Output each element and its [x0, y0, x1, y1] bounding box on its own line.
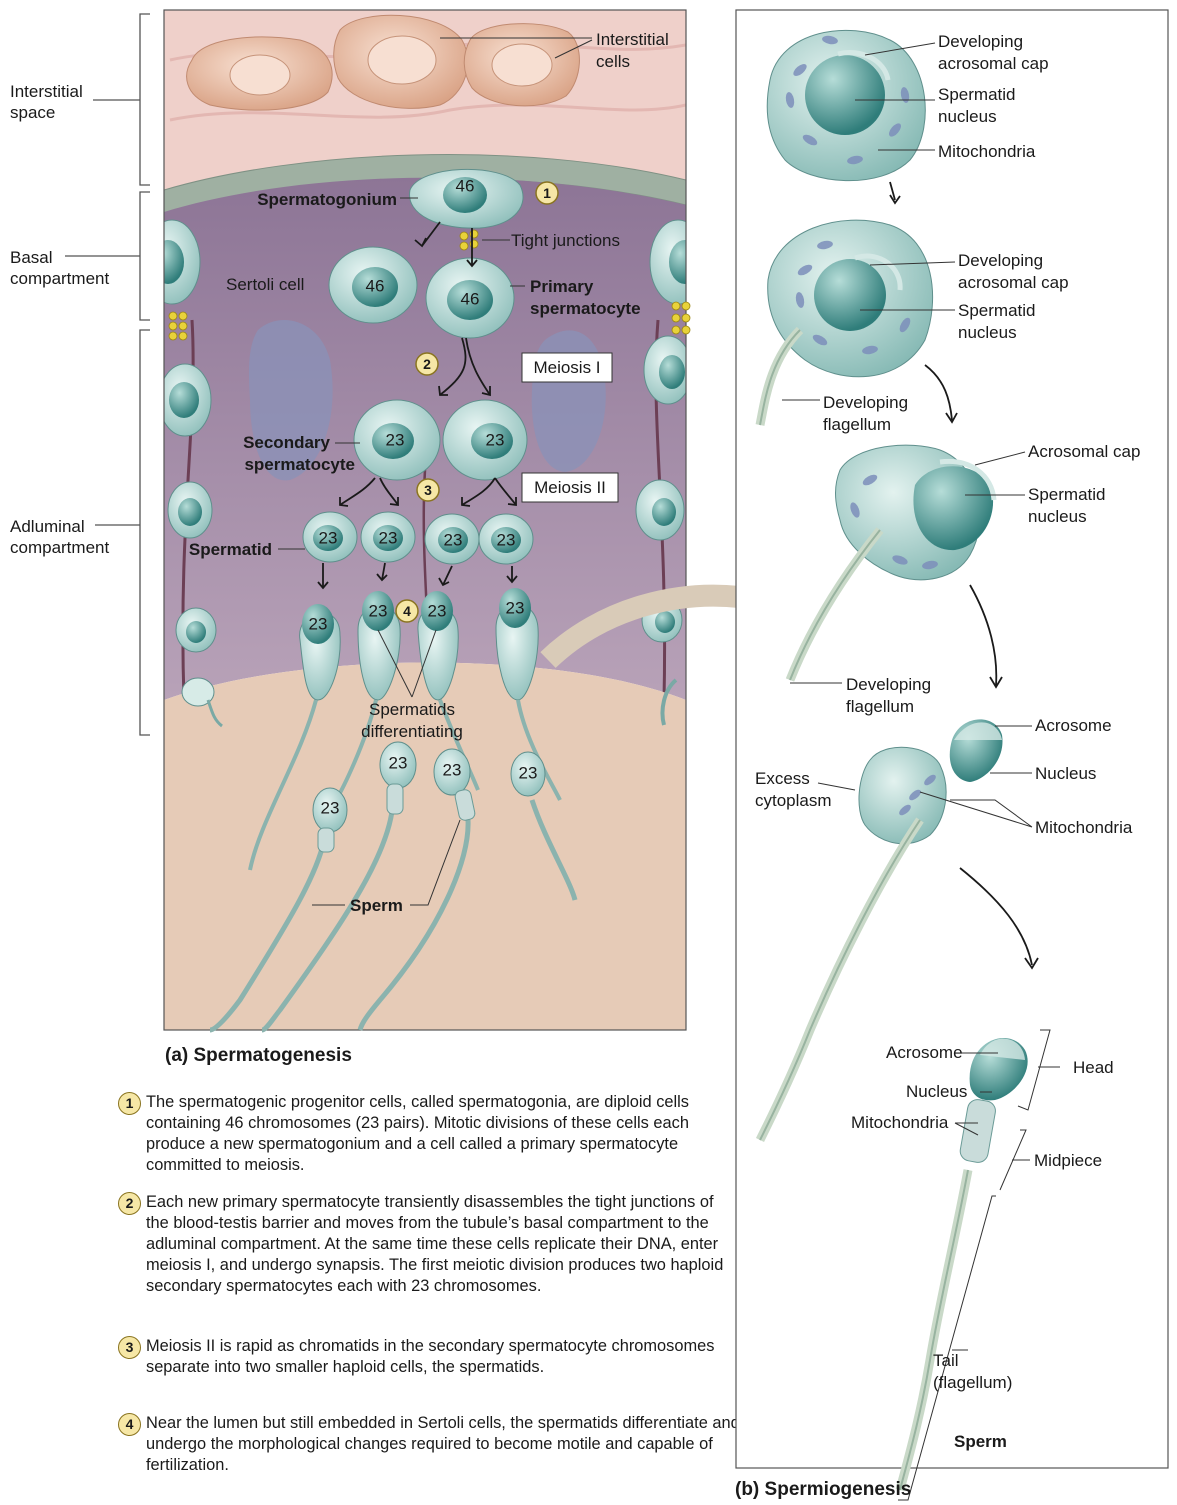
- svg-text:23: 23: [386, 431, 405, 450]
- s5-head-label: Head: [1073, 1058, 1114, 1077]
- s3-developing-flagellum-label: Developing: [846, 675, 931, 694]
- diploid-daughter-cell: 46: [329, 247, 417, 323]
- spermatogenesis-diagram: Interstitial space Basal compartment Adl…: [0, 0, 740, 1040]
- svg-text:46: 46: [456, 177, 475, 196]
- spermatogonium-label: Spermatogonium: [257, 190, 397, 209]
- s4-excess-cytoplasm-label: Excess: [755, 769, 810, 788]
- svg-text:23: 23: [321, 799, 340, 818]
- svg-text:23: 23: [443, 761, 462, 780]
- svg-text:23: 23: [319, 529, 338, 548]
- svg-text:23: 23: [379, 529, 398, 548]
- svg-text:acrosomal cap: acrosomal cap: [938, 54, 1049, 73]
- svg-text:Meiosis II: Meiosis II: [534, 478, 606, 497]
- svg-text:differentiating: differentiating: [361, 722, 463, 741]
- s5-acrosome-label: Acrosome: [886, 1043, 963, 1062]
- s3-spermatid-nucleus-label: Spermatid: [1028, 485, 1105, 504]
- svg-text:(flagellum): (flagellum): [933, 1373, 1012, 1392]
- svg-text:space: space: [10, 103, 55, 122]
- svg-text:Meiosis I: Meiosis I: [533, 358, 600, 377]
- sertoli-cell-label: Sertoli cell: [226, 275, 304, 294]
- s3-acrosomal-cap-label: Acrosomal cap: [1028, 442, 1140, 461]
- region-brackets: [65, 14, 150, 735]
- svg-text:cytoplasm: cytoplasm: [755, 791, 832, 810]
- step-badge: 3: [118, 1336, 141, 1359]
- svg-text:acrosomal cap: acrosomal cap: [958, 273, 1069, 292]
- svg-text:23: 23: [519, 764, 538, 783]
- primary-spermatocyte: 46: [426, 258, 514, 338]
- svg-text:compartment: compartment: [10, 538, 109, 557]
- svg-text:46: 46: [366, 277, 385, 296]
- step-badge: 1: [118, 1092, 141, 1115]
- s1-spermatid-nucleus-label: Spermatid: [938, 85, 1015, 104]
- secondary-spermatocyte-label: Secondary: [243, 433, 330, 452]
- meiosis-1-box: Meiosis I: [522, 353, 612, 382]
- step-badge: 2: [118, 1192, 141, 1215]
- spermiogenesis-diagram: Developing acrosomal cap Spermatid nucle…: [730, 0, 1177, 1505]
- s5-nucleus-label: Nucleus: [906, 1082, 967, 1101]
- s4-acrosome-label: Acrosome: [1035, 716, 1112, 735]
- svg-text:23: 23: [444, 531, 463, 550]
- svg-text:23: 23: [428, 602, 447, 621]
- svg-text:spermatocyte: spermatocyte: [244, 455, 355, 474]
- svg-text:flagellum: flagellum: [846, 697, 914, 716]
- interstitial-space-label: Interstitial: [10, 82, 83, 101]
- spermatid-label: Spermatid: [189, 540, 272, 559]
- svg-text:nucleus: nucleus: [1028, 507, 1087, 526]
- svg-text:flagellum: flagellum: [823, 415, 891, 434]
- panel-a-caption: (a) Spermatogenesis: [165, 1045, 352, 1067]
- basal-compartment-label: Basal: [10, 248, 53, 267]
- s1-mitochondria-label: Mitochondria: [938, 142, 1036, 161]
- spermatids-differentiating-label: Spermatids: [369, 700, 455, 719]
- s2-developing-flagellum-label: Developing: [823, 393, 908, 412]
- step-4: 4 Near the lumen but still embedded in S…: [120, 1413, 740, 1476]
- s5-midpiece-label: Midpiece: [1034, 1151, 1102, 1170]
- svg-text:23: 23: [486, 431, 505, 450]
- s4-mitochondria-label: Mitochondria: [1035, 818, 1133, 837]
- meiosis-2-box: Meiosis II: [522, 473, 618, 502]
- s5-sperm-label: Sperm: [954, 1432, 1007, 1451]
- step-badge: 4: [118, 1413, 141, 1436]
- svg-text:46: 46: [461, 290, 480, 309]
- s2-developing-acrosomal-cap-label: Developing: [958, 251, 1043, 270]
- sperm-label: Sperm: [350, 896, 403, 915]
- step-1: 1 The spermatogenic progenitor cells, ca…: [120, 1092, 740, 1176]
- svg-text:3: 3: [424, 482, 432, 498]
- step-2: 2 Each new primary spermatocyte transien…: [120, 1192, 740, 1297]
- svg-text:cells: cells: [596, 52, 630, 71]
- svg-text:spermatocyte: spermatocyte: [530, 299, 641, 318]
- s2-spermatid-nucleus-label: Spermatid: [958, 301, 1035, 320]
- svg-text:23: 23: [389, 754, 408, 773]
- svg-text:1: 1: [543, 185, 551, 201]
- svg-text:nucleus: nucleus: [958, 323, 1017, 342]
- stage1-round-spermatid: [767, 30, 925, 180]
- s5-mitochondria-label: Mitochondria: [851, 1113, 949, 1132]
- primary-spermatocyte-label: Primary: [530, 277, 594, 296]
- panel-b-caption: (b) Spermiogenesis: [735, 1479, 911, 1501]
- svg-text:compartment: compartment: [10, 269, 109, 288]
- svg-text:23: 23: [497, 531, 516, 550]
- svg-text:2: 2: [423, 356, 431, 372]
- interstitial-cells-label: Interstitial: [596, 30, 669, 49]
- svg-text:23: 23: [309, 615, 328, 634]
- tight-junctions-label: Tight junctions: [511, 231, 620, 250]
- s1-developing-acrosomal-cap-label: Developing: [938, 32, 1023, 51]
- svg-text:23: 23: [369, 602, 388, 621]
- svg-text:nucleus: nucleus: [938, 107, 997, 126]
- svg-text:4: 4: [403, 603, 411, 619]
- step-3: 3 Meiosis II is rapid as chromatids in t…: [120, 1336, 740, 1378]
- s5-tail-label: Tail: [933, 1351, 959, 1370]
- adluminal-compartment-label: Adluminal: [10, 517, 85, 536]
- s4-nucleus-label: Nucleus: [1035, 764, 1096, 783]
- secondary-spermatocyte-right: 23: [443, 400, 527, 480]
- svg-text:23: 23: [506, 599, 525, 618]
- secondary-spermatocyte-left: 23: [354, 400, 440, 480]
